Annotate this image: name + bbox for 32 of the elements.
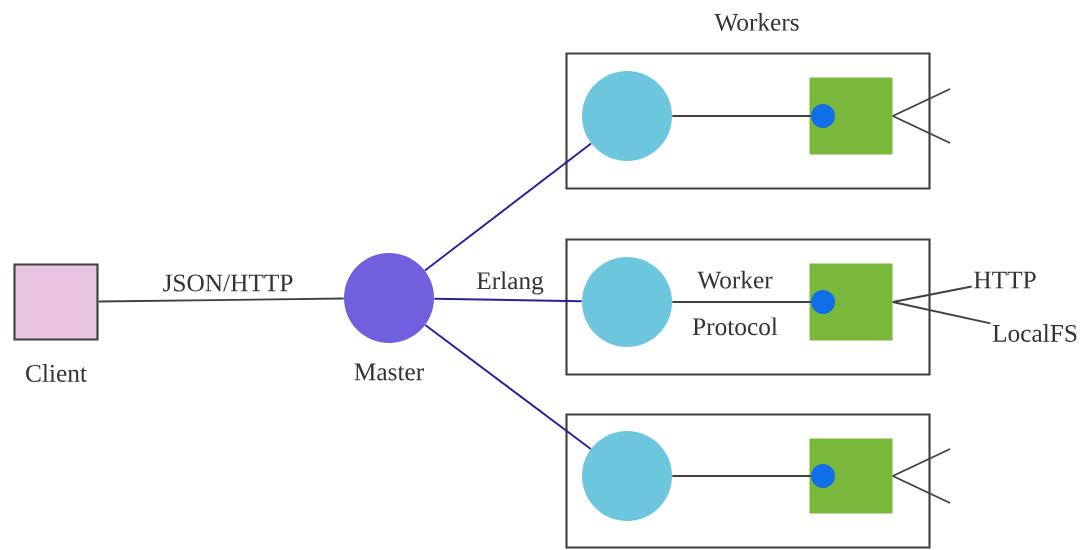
worker-box (565, 413, 931, 549)
connector (891, 301, 992, 325)
worker-circle (582, 257, 672, 347)
worker-box (565, 52, 931, 190)
worker-box (565, 238, 931, 376)
connector (424, 324, 592, 450)
protocol-label: LocalFS (992, 324, 1077, 342)
node-caption: Master (354, 363, 424, 381)
storage-square (809, 438, 893, 514)
connector (891, 115, 951, 144)
group-heading: Workers (714, 13, 799, 31)
connector (891, 475, 951, 504)
protocol-label: HTTP (974, 271, 1036, 289)
worker-circle (582, 71, 672, 161)
port-dot (811, 290, 835, 314)
edge-label: JSON/HTTP (163, 274, 293, 292)
storage-square (809, 77, 893, 155)
edge-label: Worker Protocol (692, 270, 778, 336)
edge-label: Erlang (476, 271, 544, 295)
port-dot (811, 464, 835, 488)
connector (671, 301, 812, 303)
storage-square (809, 263, 893, 341)
connector (671, 115, 812, 117)
connector (891, 448, 951, 477)
connector (424, 142, 592, 272)
connector (433, 297, 583, 303)
connector (97, 297, 345, 303)
connector (671, 475, 812, 477)
port-dot (811, 104, 835, 128)
node-caption: Client (26, 364, 87, 382)
worker-circle (582, 431, 672, 521)
connector (891, 88, 951, 117)
